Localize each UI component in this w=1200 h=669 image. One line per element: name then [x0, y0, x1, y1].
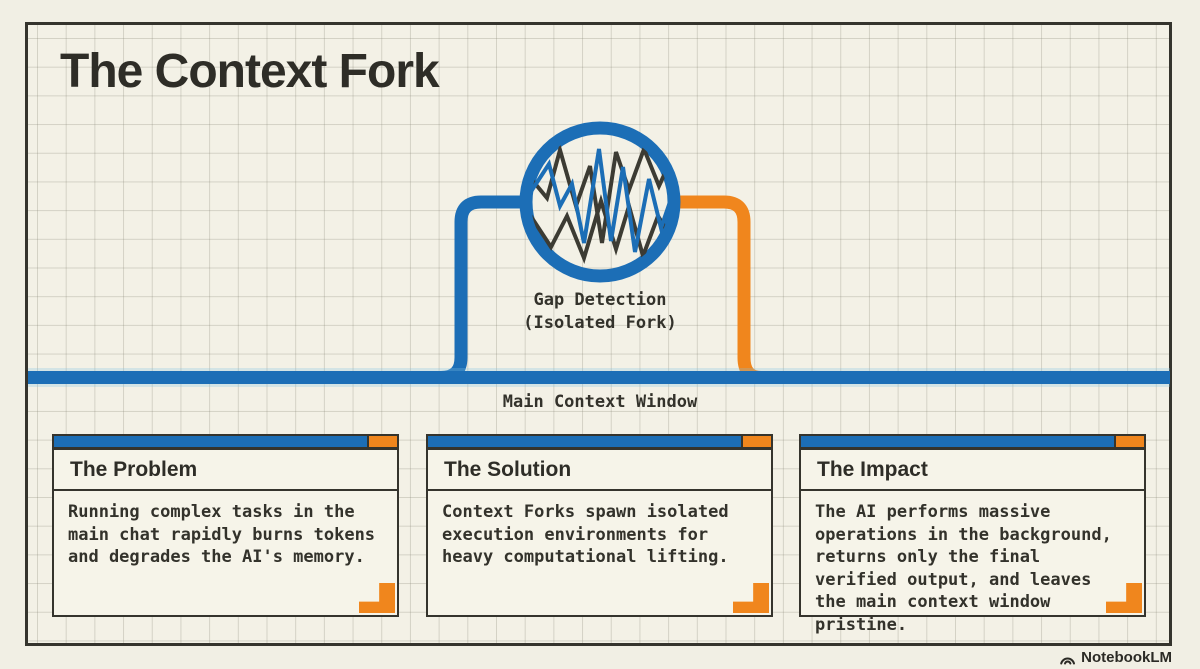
card-impact-topbar-accent [1114, 436, 1144, 447]
card-solution-topbar [426, 434, 773, 449]
fork-node-label-line1: Gap Detection [533, 290, 667, 310]
footer-brand-label: NotebookLM [1081, 649, 1172, 666]
card-impact-box: The Impact The AI performs massive opera… [799, 448, 1146, 635]
footer-brand: NotebookLM [1059, 649, 1172, 666]
fork-node-label: Gap Detection (Isolated Fork) [430, 289, 770, 335]
card-solution-title: The Solution [428, 450, 771, 491]
card-solution-topbar-accent [741, 436, 771, 447]
card-solution-body: Context Forks spawn isolated execution e… [442, 502, 729, 567]
card-problem-topbar [52, 434, 399, 449]
card-solution-box: The Solution Context Forks spawn isolate… [426, 448, 773, 617]
card-problem-body: Running complex tasks in the main chat r… [68, 502, 376, 567]
card-problem-box: The Problem Running complex tasks in the… [52, 448, 399, 617]
page-title: The Context Fork [60, 45, 440, 98]
card-problem-topbar-accent [367, 436, 397, 447]
card-problem-title: The Problem [54, 450, 397, 491]
card-impact-title: The Impact [801, 450, 1144, 491]
main-context-label: Main Context Window [502, 392, 698, 412]
fork-node-label-line2: (Isolated Fork) [523, 313, 677, 333]
card-impact: The Impact The AI performs massive opera… [799, 434, 1146, 635]
corner-fold-icon [733, 583, 769, 613]
card-solution: The Solution Context Forks spawn isolate… [426, 434, 773, 617]
card-impact-topbar [799, 434, 1146, 449]
corner-fold-icon [359, 583, 395, 613]
card-impact-body: The AI performs massive operations in th… [815, 502, 1112, 635]
card-problem: The Problem Running complex tasks in the… [52, 434, 399, 617]
notebooklm-logo-icon [1060, 657, 1076, 664]
